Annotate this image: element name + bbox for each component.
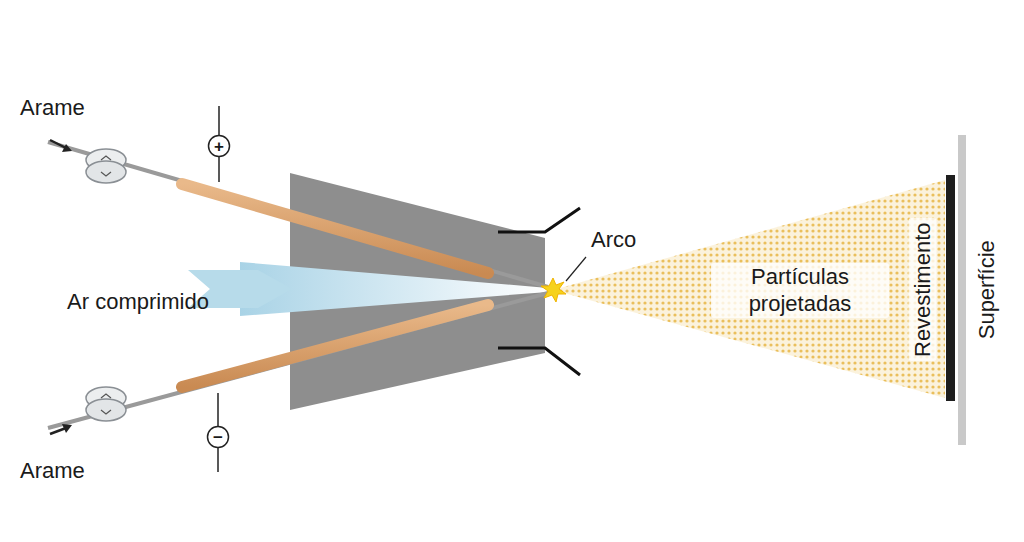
leader-line bbox=[566, 257, 586, 281]
coating-label: Revestimento bbox=[908, 219, 936, 362]
nozzle-bottom bbox=[498, 348, 580, 375]
air-label: Ar comprimido bbox=[43, 288, 233, 316]
wire-label: Arame bbox=[20, 457, 85, 485]
wire-top bbox=[48, 142, 548, 287]
feed-arrow bbox=[62, 424, 72, 433]
feed-arrow bbox=[62, 144, 72, 152]
wire-label: Arame bbox=[20, 94, 85, 122]
feed-roller-bottom bbox=[86, 387, 126, 421]
nozzle-top bbox=[498, 208, 580, 232]
feed-roller-top bbox=[86, 149, 126, 183]
positive-terminal bbox=[209, 106, 230, 182]
coating-layer bbox=[946, 175, 955, 401]
surface-label: Superfície bbox=[973, 240, 1001, 339]
arc-spark bbox=[541, 278, 566, 302]
polarity-sign: + bbox=[214, 138, 224, 155]
polarity-sign: − bbox=[213, 429, 223, 446]
arc-label: Arco bbox=[591, 226, 636, 254]
contact-tube-top bbox=[182, 184, 488, 273]
particle-spray bbox=[553, 180, 945, 398]
particles-label: Partículas projetadas bbox=[711, 263, 889, 318]
substrate-surface bbox=[958, 135, 966, 445]
negative-terminal bbox=[208, 393, 229, 472]
contact-tube-bottom bbox=[182, 305, 488, 387]
